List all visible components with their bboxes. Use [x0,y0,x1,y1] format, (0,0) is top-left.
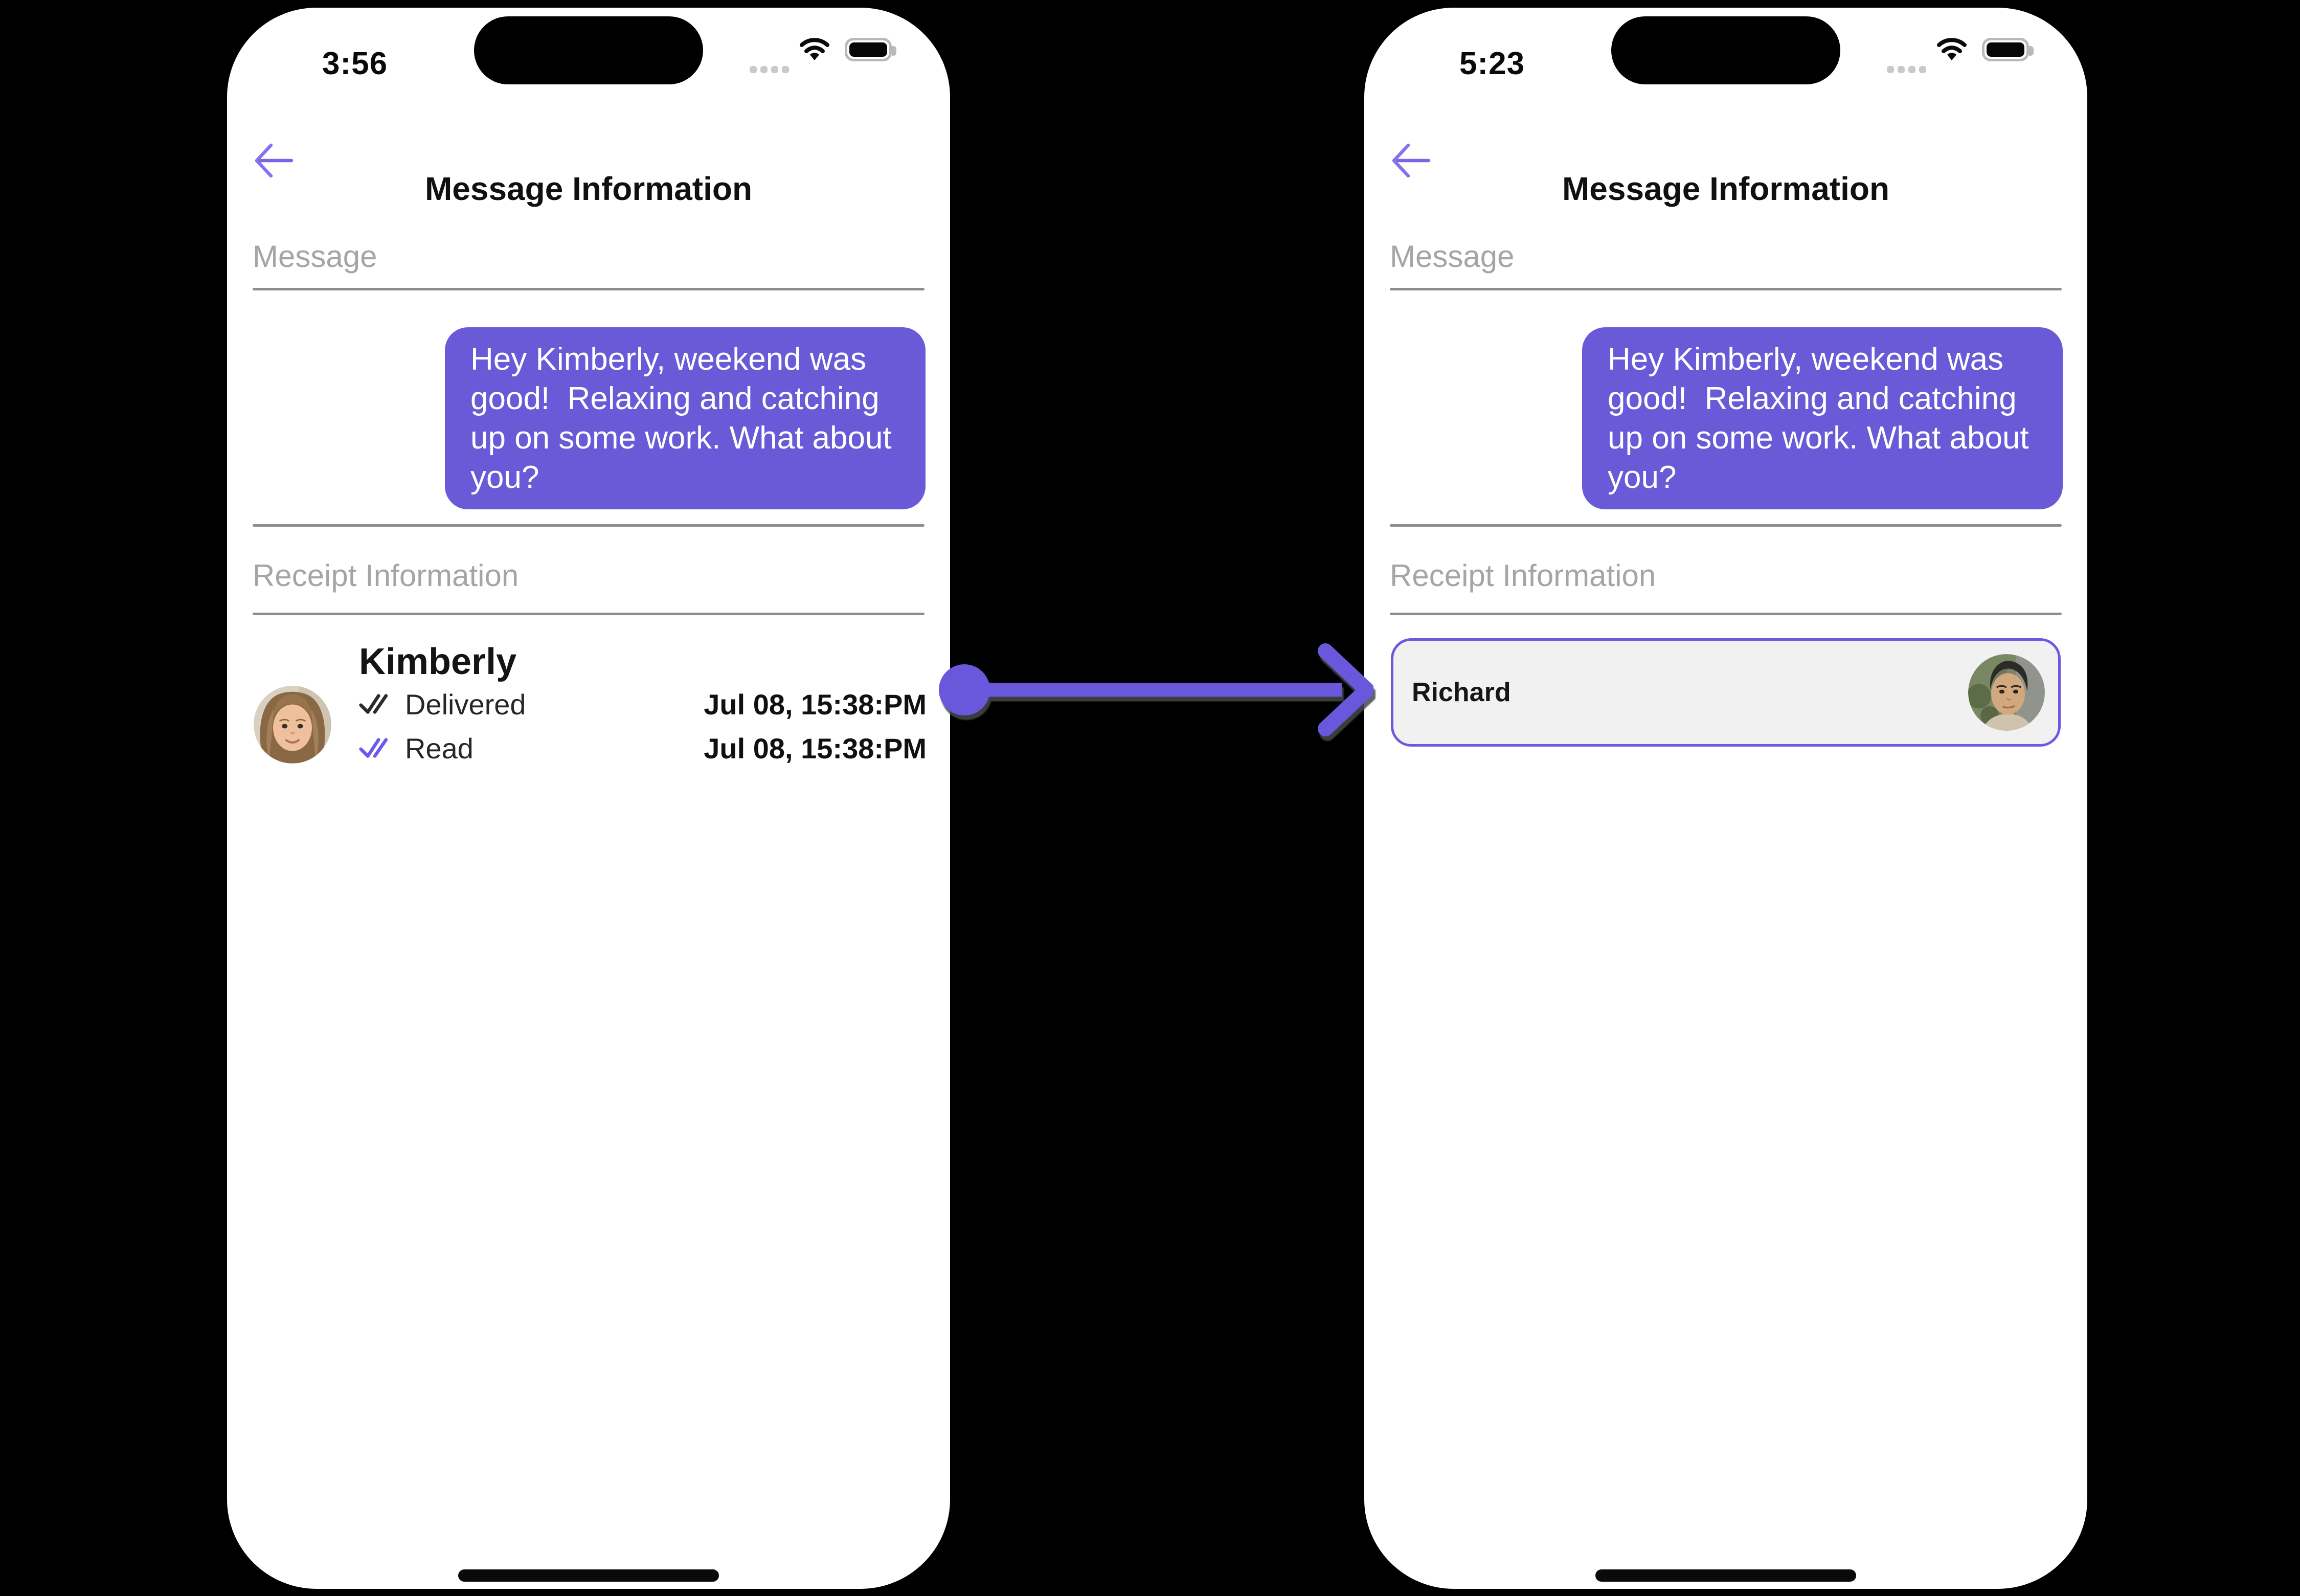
avatar-kimberly [254,686,331,763]
receipt-section-label: Receipt Information [253,558,519,593]
divider [1390,613,2062,615]
receipt-row-read: Read Jul 08, 15:38:PM [359,732,927,765]
page-title: Message Information [1562,170,1890,207]
receipt-status: Read [405,732,473,765]
cellular-signal-icon [1887,66,1926,73]
battery-icon [845,38,896,61]
divider [1390,524,2062,527]
receipt-section-label: Receipt Information [1390,558,1656,593]
message-bubble: Hey Kimberly, weekend was good! Relaxing… [1582,327,2063,509]
avatar-richard [1968,654,2045,731]
divider [253,613,924,615]
phone-right: 5:23 Message Information Message Hey Kim… [1364,8,2087,1589]
home-indicator[interactable] [458,1569,719,1582]
divider [1390,288,2062,290]
wifi-icon [1937,38,1967,60]
back-icon[interactable] [1390,142,1431,179]
receipt-status: Delivered [405,688,526,721]
status-time: 5:23 [1459,46,1525,81]
flow-arrow [939,643,1373,736]
message-section-label: Message [253,239,377,274]
delivered-check-icon [359,694,388,714]
wifi-icon [800,38,829,60]
divider [253,288,924,290]
divider [253,524,924,527]
dynamic-island [1611,16,1840,84]
battery-icon [1982,38,2034,61]
status-time: 3:56 [322,46,388,81]
phone-left: 3:56 Message Information Message Hey Kim… [227,8,950,1589]
message-section-label: Message [1390,239,1515,274]
cellular-signal-icon [750,66,789,73]
contact-name: Kimberly [359,641,517,682]
receipt-timestamp: Jul 08, 15:38:PM [704,732,927,765]
read-check-icon [359,738,388,758]
receipt-row-delivered: Delivered Jul 08, 15:38:PM [359,688,927,721]
contact-card-richard[interactable]: Richard [1391,638,2061,747]
home-indicator[interactable] [1595,1569,1856,1582]
dynamic-island [474,16,703,84]
message-bubble: Hey Kimberly, weekend was good! Relaxing… [445,327,926,509]
page-title: Message Information [424,170,753,207]
receipt-timestamp: Jul 08, 15:38:PM [704,688,927,721]
back-icon[interactable] [253,142,294,179]
contact-name: Richard [1412,678,1511,707]
